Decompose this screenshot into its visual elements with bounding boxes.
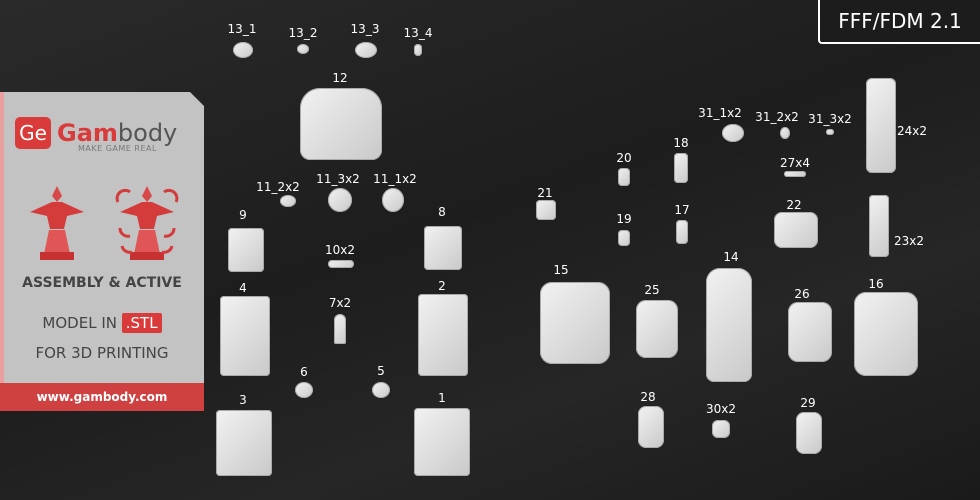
label-26: 26 (794, 287, 810, 301)
label-20: 20 (616, 151, 632, 165)
part-19 (618, 230, 630, 246)
part-26 (788, 302, 832, 362)
label-24: 24x2 (896, 124, 928, 138)
part-11-3 (328, 188, 352, 212)
part-29 (796, 412, 822, 454)
gambody-logo[interactable]: Ge Gambody (15, 117, 177, 149)
part-28 (638, 406, 664, 448)
part-6 (295, 382, 313, 398)
part-27 (784, 171, 806, 177)
static-figure-icon (30, 186, 84, 260)
part-13-3 (355, 42, 377, 58)
part-17 (676, 220, 688, 244)
gambody-promo-panel: Ge Gambody MAKE GAME REAL ASSEMBLY & ACT… (0, 92, 204, 411)
label-14: 14 (723, 250, 739, 264)
label-28: 28 (640, 390, 656, 404)
label-31-3: 31_3x2 (808, 112, 852, 126)
label-11-2: 11_2x2 (256, 180, 300, 194)
label-8: 8 (438, 205, 446, 219)
label-12: 12 (332, 71, 348, 85)
brand-red: Gam (57, 119, 118, 147)
label-21: 21 (537, 186, 553, 200)
part-14 (706, 268, 752, 382)
label-31-1: 31_1x2 (698, 106, 742, 120)
label-15: 15 (553, 263, 569, 277)
label-13-4: 13_4 (403, 26, 433, 40)
label-29: 29 (800, 396, 816, 410)
part-5 (372, 382, 390, 398)
panel-edge (0, 92, 4, 411)
label-30: 30x2 (705, 402, 737, 416)
part-16 (854, 292, 918, 376)
label-23: 23x2 (893, 234, 925, 248)
label-1: 1 (438, 391, 446, 405)
articulated-figure-icon (115, 186, 179, 260)
part-1 (414, 408, 470, 476)
label-10: 10x2 (324, 243, 356, 257)
part-18 (674, 153, 688, 183)
part-25 (636, 300, 678, 358)
label-13-2: 13_2 (288, 26, 318, 40)
label-6: 6 (300, 365, 308, 379)
label-17: 17 (674, 203, 690, 217)
part-22 (774, 212, 818, 248)
part-8 (424, 226, 462, 270)
label-13-3: 13_3 (350, 22, 380, 36)
part-11-1 (382, 188, 404, 212)
part-31-1 (722, 124, 744, 142)
part-4 (220, 296, 270, 376)
part-31-2 (780, 127, 790, 139)
tagline: MAKE GAME REAL (78, 144, 157, 153)
stl-highlight: .STL (121, 313, 162, 333)
website-link[interactable]: www.gambody.com (0, 383, 204, 411)
part-10 (328, 260, 354, 268)
part-23 (869, 195, 889, 257)
label-4: 4 (239, 281, 247, 295)
part-24 (866, 78, 896, 173)
model-in-stl-text: MODEL IN .STL (0, 313, 204, 333)
printing-text: FOR 3D PRINTING (35, 344, 169, 362)
part-7 (334, 314, 346, 344)
format-badge: FFF/FDM 2.1 (818, 0, 980, 44)
label-31-2: 31_2x2 (755, 110, 799, 124)
label-5: 5 (377, 364, 385, 378)
label-2: 2 (438, 279, 446, 293)
part-3 (216, 410, 272, 476)
brand-gray: body (117, 119, 178, 147)
model-in-label: MODEL IN (42, 314, 122, 332)
label-19: 19 (616, 212, 632, 226)
part-15 (540, 282, 610, 364)
part-13-1 (233, 42, 253, 58)
logo-mark: Ge (15, 117, 51, 149)
part-2 (418, 294, 468, 376)
part-13-4 (414, 44, 422, 56)
label-13-1: 13_1 (227, 22, 257, 36)
part-11-2 (280, 195, 296, 207)
label-9: 9 (239, 208, 247, 222)
part-21 (536, 200, 556, 220)
label-11-1: 11_1x2 (373, 172, 417, 186)
label-7: 7x2 (328, 296, 352, 310)
label-27: 27x4 (779, 156, 811, 170)
part-13-2 (297, 44, 309, 54)
part-31-3 (826, 129, 834, 135)
part-20 (618, 168, 630, 186)
brand-name: Gambody (57, 121, 177, 145)
label-16: 16 (868, 277, 884, 291)
assembly-text: ASSEMBLY & ACTIVE (22, 275, 182, 291)
label-18: 18 (673, 136, 689, 150)
label-25: 25 (644, 283, 660, 297)
part-30 (712, 420, 730, 438)
label-3: 3 (239, 393, 247, 407)
label-11-3: 11_3x2 (316, 172, 360, 186)
label-22: 22 (786, 198, 802, 212)
part-12 (300, 88, 382, 160)
part-9 (228, 228, 264, 272)
